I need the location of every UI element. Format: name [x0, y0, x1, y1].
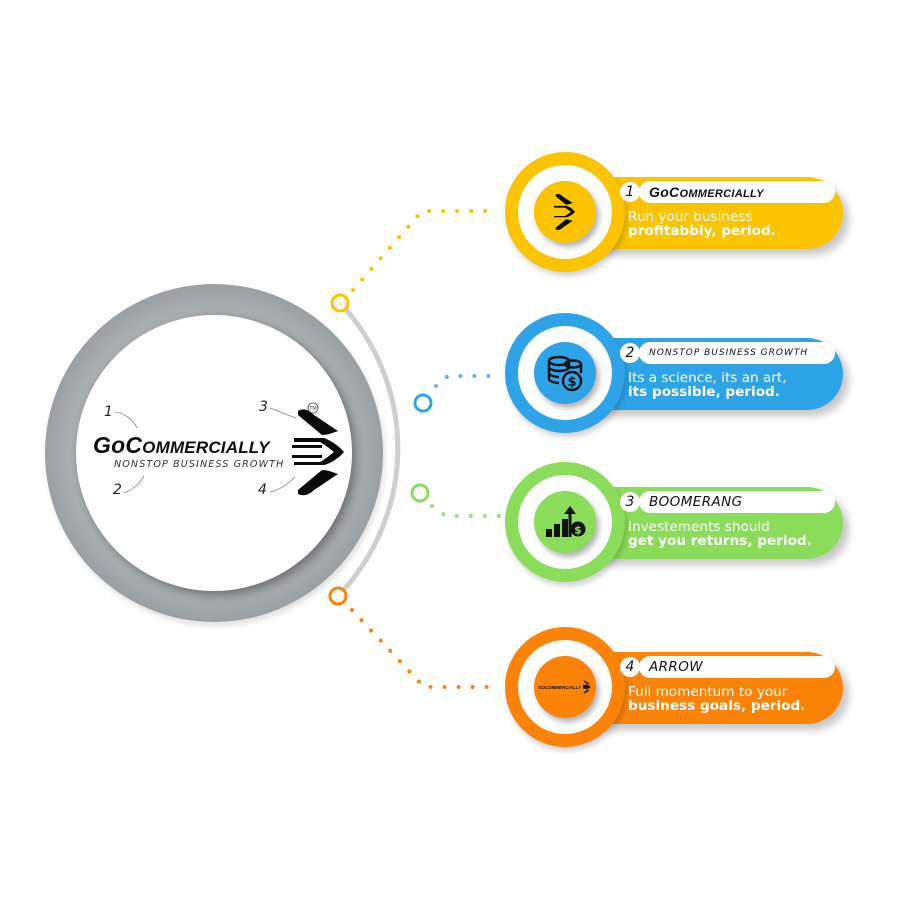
- card-description-line2: profitabbly, period.: [628, 223, 776, 239]
- svg-text:$: $: [574, 524, 582, 537]
- card-title-box: NONSTOP BUSINESS GROWTH: [639, 342, 835, 364]
- trademark-icon: TM: [307, 402, 319, 414]
- card-number: 3: [620, 492, 640, 512]
- card-description: Full momentum to your business goals, pe…: [628, 685, 805, 713]
- connector-dots-1: [351, 209, 497, 292]
- mini-logo-text: GOCOMMERCIALLY: [537, 684, 582, 690]
- card-icon-disk: $: [534, 491, 596, 553]
- svg-text:$: $: [567, 375, 576, 390]
- connector-arc: [336, 301, 401, 598]
- card-number: 2: [620, 343, 640, 363]
- card-title: GoCOMMERCIALLY: [649, 184, 764, 200]
- growth-chart-dollar-icon: $: [546, 506, 586, 537]
- card-title-box: GoCOMMERCIALLY: [639, 181, 835, 203]
- card-title-box: BOOMERANG: [639, 491, 835, 513]
- hub-tagline: NONSTOP BUSINESS GROWTH: [114, 459, 285, 470]
- card-icon-disk: GOCOMMERCIALLY: [534, 656, 596, 718]
- card-icon-disk: [534, 181, 596, 243]
- card-description-line2: get you returns, period.: [628, 533, 812, 549]
- card-description-line1: Full momentum to your: [628, 684, 788, 700]
- logo-go: Go: [93, 432, 126, 458]
- card-title-box: ARROW: [639, 656, 835, 678]
- card-boomerang: $ 3 BOOMERANG Investements should get yo…: [503, 460, 863, 590]
- node-ring-2: [413, 393, 433, 413]
- card-arrow: GOCOMMERCIALLY 4 ARROW Full momentum to …: [503, 625, 863, 755]
- node-ring-1: [330, 293, 350, 313]
- node-ring-4: [328, 586, 348, 606]
- card-description: Run your business profitabbly, period.: [628, 210, 776, 238]
- card-description-line2: its possible, period.: [628, 384, 780, 400]
- card-title: NONSTOP BUSINESS GROWTH: [649, 348, 809, 358]
- hub-logo-wordmark: GoCOMMERCIALLY: [93, 432, 270, 459]
- hub-annotation-4: 4: [258, 482, 267, 498]
- svg-text:TM: TM: [308, 406, 316, 412]
- card-description-line1: Run your business: [628, 209, 753, 225]
- card-description: Its a science, its an art, its possible,…: [628, 371, 787, 399]
- card-title: ARROW: [649, 659, 703, 675]
- boomerang-arrow-icon: [554, 193, 576, 230]
- logo-c: C: [125, 432, 143, 458]
- card-gocommercially: 1 GoCOMMERCIALLY Run your business profi…: [503, 150, 863, 280]
- boomerang-arrow-icon: [292, 409, 344, 496]
- hub-annotation-2: 2: [113, 482, 122, 498]
- logo-rest: OMMERCIALLY: [142, 438, 270, 457]
- hub-annotation-3: 3: [259, 399, 268, 415]
- gocommercially-logo-icon: [583, 680, 591, 694]
- card-description: Investements should get you returns, per…: [628, 520, 812, 548]
- card-number: 4: [620, 657, 640, 677]
- coins-dollar-icon: $: [547, 355, 583, 392]
- card-nonstop-business-growth: $ 2 NONSTOP BUSINESS GROWTH Its a scienc…: [503, 311, 863, 441]
- card-description-line1: Its a science, its an art,: [628, 370, 787, 386]
- hub-annotation-1: 1: [104, 404, 113, 420]
- card-description-line2: business goals, period.: [628, 698, 806, 714]
- card-description-line1: Investements should: [628, 519, 770, 535]
- card-title: BOOMERANG: [649, 494, 743, 510]
- hub-inner-disk: [76, 315, 352, 591]
- card-icon-disk: $: [534, 342, 596, 404]
- node-ring-3: [410, 483, 430, 503]
- connector-dots-2: [434, 374, 502, 388]
- card-number: 1: [620, 182, 640, 202]
